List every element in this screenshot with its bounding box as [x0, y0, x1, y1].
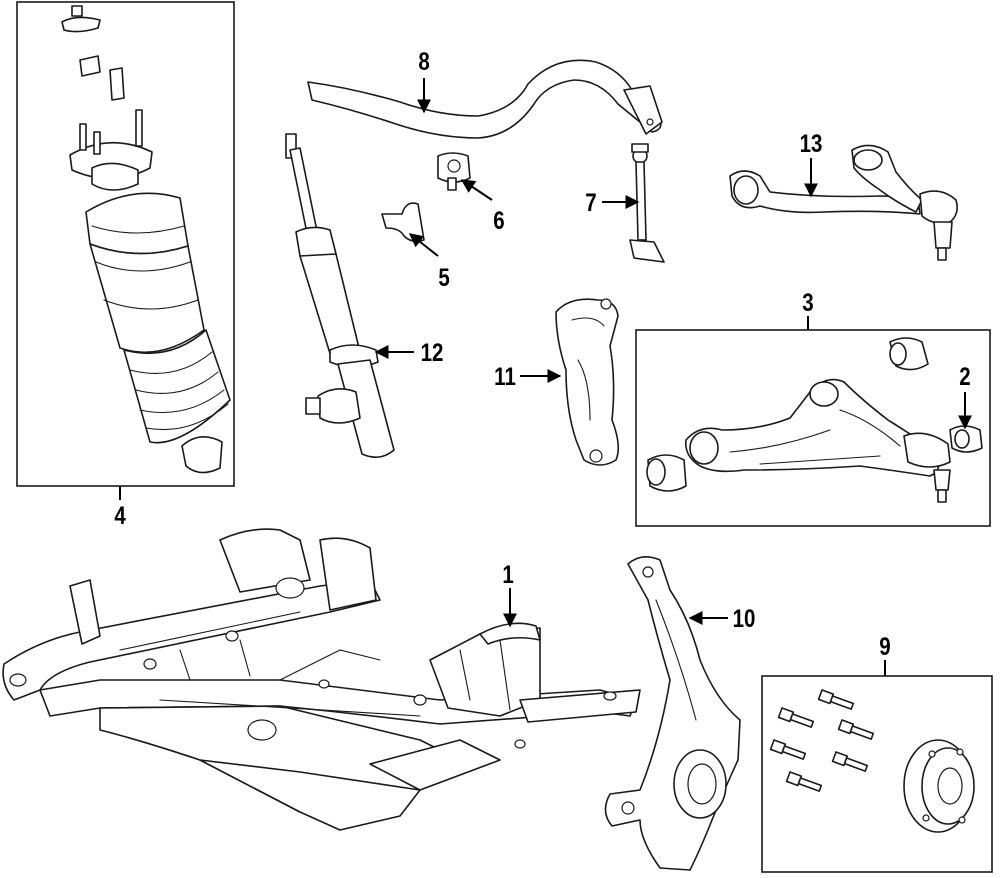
stabilizer-link — [629, 143, 665, 263]
stabilizer-bar — [307, 59, 663, 139]
callout-8: 8 — [418, 47, 430, 75]
callout-1: 1 — [502, 560, 514, 588]
wheel-bolts — [769, 689, 875, 792]
callout-5: 5 — [438, 263, 450, 291]
callout-6: 6 — [493, 206, 504, 234]
air-spring-group-box — [16, 1, 235, 487]
crossmember-subframe — [2, 528, 641, 831]
hub-group-box — [761, 675, 993, 873]
upper-control-arm — [729, 144, 958, 261]
air-spring-assembly — [16, 1, 235, 487]
steering-knuckle — [604, 556, 741, 871]
lower-control-arm-assembly — [635, 329, 991, 527]
stabilizer-bushing — [437, 152, 471, 191]
shock-absorber — [285, 133, 395, 458]
leader-5 — [408, 233, 439, 257]
callout-9: 9 — [879, 632, 890, 660]
lower-arm-group-box — [635, 329, 991, 527]
callout-12: 12 — [421, 338, 444, 366]
callout-2: 2 — [959, 362, 970, 390]
callout-11: 11 — [494, 362, 516, 390]
bushing-bracket — [381, 202, 425, 243]
callout-3: 3 — [802, 288, 813, 316]
callout-13: 13 — [800, 129, 823, 157]
hub-bearing-assembly — [761, 675, 993, 873]
suspension-bracket — [555, 298, 620, 466]
callout-7: 7 — [585, 188, 596, 216]
callout-4: 4 — [114, 501, 126, 529]
leader-6 — [460, 179, 493, 201]
callout-10: 10 — [733, 604, 756, 632]
